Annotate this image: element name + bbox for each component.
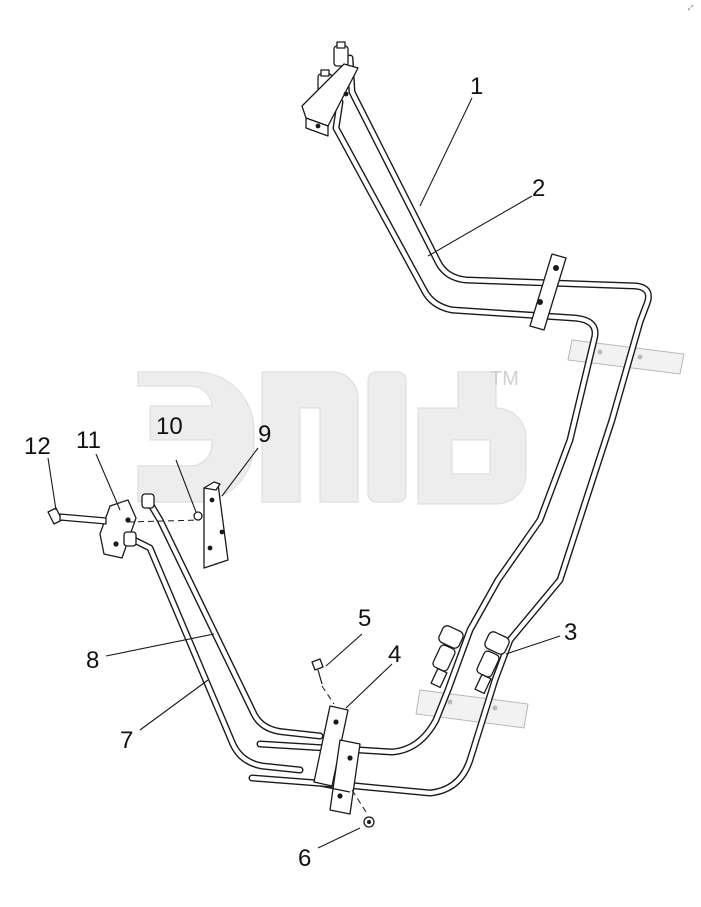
hose-coupling-1 — [430, 625, 464, 689]
assembly-axis-line — [127, 519, 201, 523]
callout-4: 4 — [388, 641, 401, 668]
bracket-item-9 — [203, 481, 229, 569]
callout-9: 9 — [258, 421, 271, 448]
callout-11: 11 — [76, 427, 101, 454]
mounting-rail-upper — [567, 339, 685, 375]
pipe-8 — [144, 496, 324, 740]
left-end-bracket-item-11 — [99, 493, 155, 559]
callout-8: 8 — [86, 647, 99, 674]
bolt-item-10 — [193, 511, 203, 521]
callout-2: 2 — [532, 175, 545, 202]
lower-clamp — [313, 705, 361, 815]
watermark-trademark: TM — [490, 368, 519, 390]
leader-lines — [47, 97, 561, 849]
callout-3: 3 — [564, 619, 577, 646]
nut-item-6 — [351, 789, 375, 828]
hose-coupling-2 — [474, 631, 510, 695]
pipe-7 — [126, 534, 304, 774]
bolt-item-5 — [311, 658, 335, 705]
pipe-2 — [256, 78, 599, 756]
corner-mark: ⤢ — [688, 5, 694, 12]
callout-6: 6 — [298, 845, 311, 872]
pipe-1 — [248, 54, 652, 797]
callout-5: 5 — [358, 605, 371, 632]
callout-1: 1 — [470, 73, 483, 100]
callout-12: 12 — [24, 433, 51, 460]
callout-7: 7 — [120, 727, 133, 754]
watermark-logo: TM — [137, 368, 527, 505]
callout-10: 10 — [156, 413, 183, 440]
upper-clamp — [529, 253, 567, 331]
long-bolt-item-12 — [47, 507, 107, 525]
top-fittings — [301, 41, 359, 137]
